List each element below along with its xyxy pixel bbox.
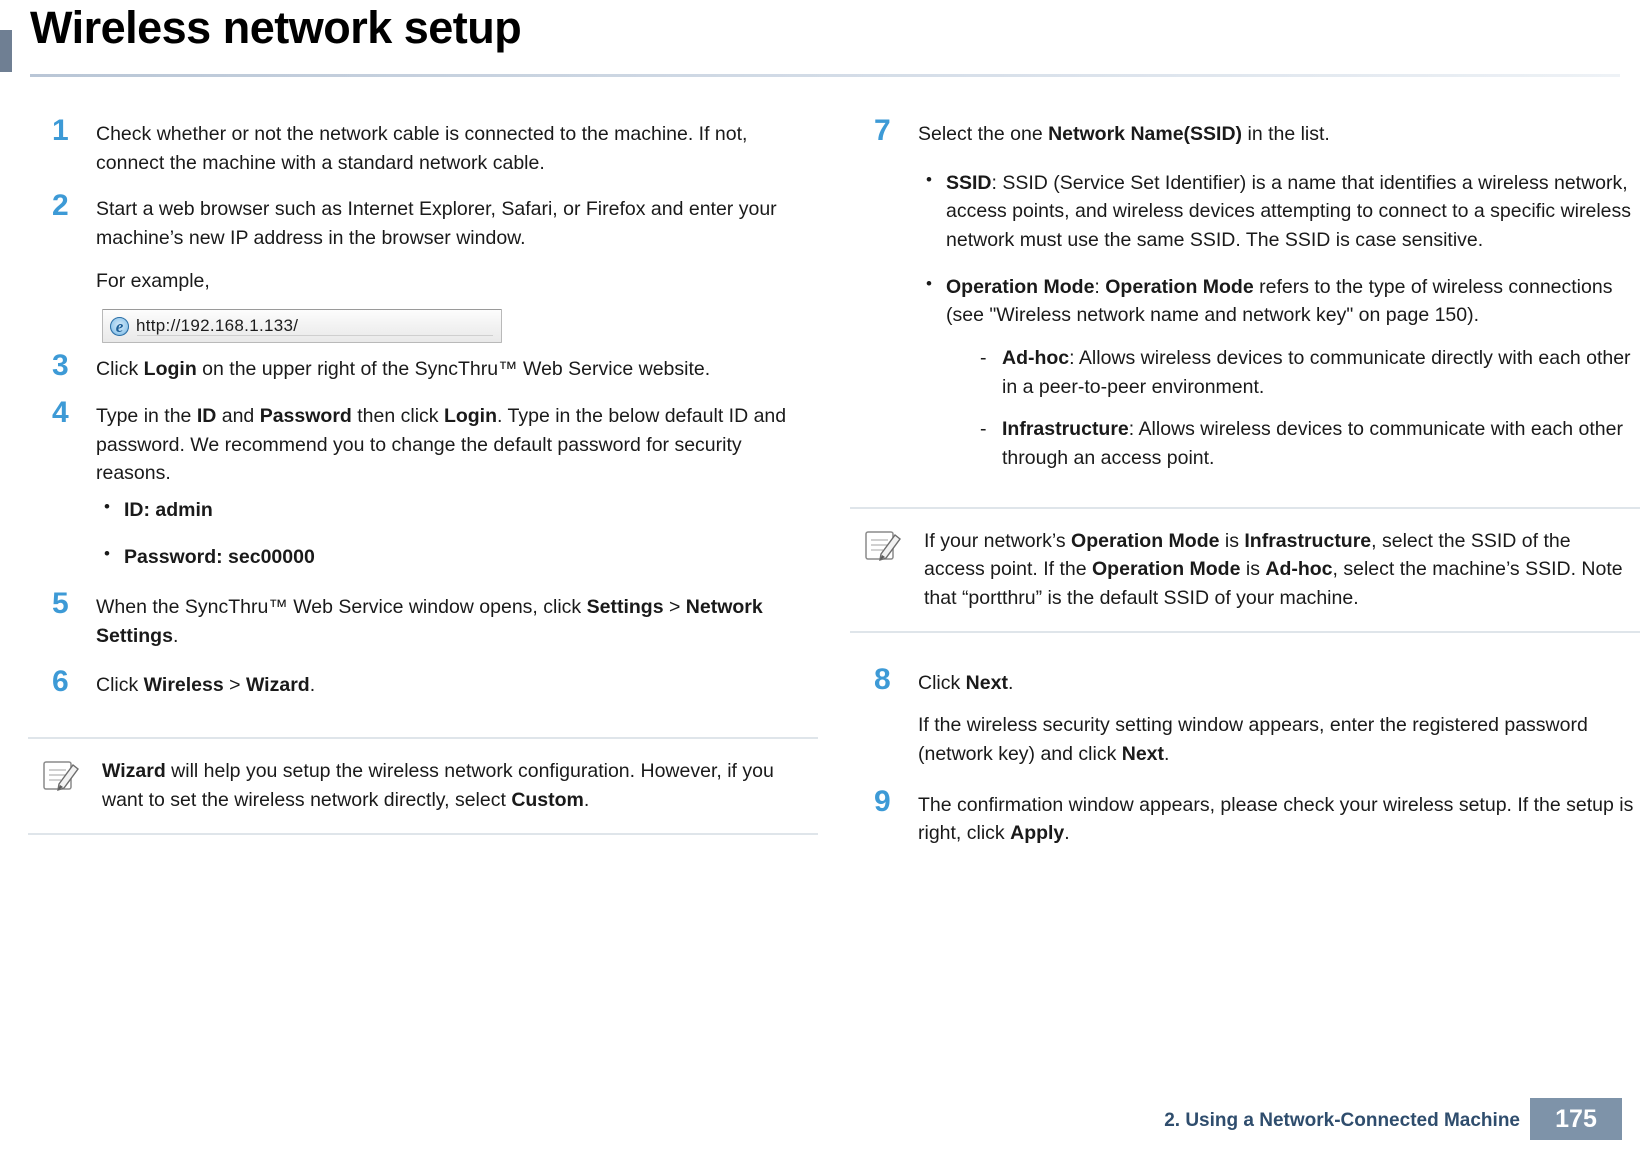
right-column: 7 Select the one Network Name(SSID) in t… — [850, 116, 1640, 866]
step-8: 8 Click Next. If the wireless security s… — [850, 664, 1640, 769]
step-6: 6 Click Wireless > Wizard. — [28, 666, 818, 700]
step-2: 2 Start a web browser such as Internet E… — [28, 191, 818, 344]
ssid-definition: SSID: SSID (Service Set Identifier) is a… — [946, 171, 1631, 251]
note-pencil-icon — [42, 759, 80, 793]
step-number: 9 — [874, 784, 891, 818]
step-text: When the SyncThru™ Web Service window op… — [96, 593, 818, 650]
list-item: Password: sec00000 — [96, 542, 818, 572]
page-footer: 2. Using a Network-Connected Machine 175 — [0, 1098, 1650, 1140]
step-text: The confirmation window appears, please … — [918, 791, 1640, 848]
step-number: 5 — [52, 587, 69, 621]
note-box-left: Wizard will help you setup the wireless … — [28, 737, 818, 835]
step-text: Click Next. If the wireless security set… — [918, 669, 1640, 769]
list-item: SSID: SSID (Service Set Identifier) is a… — [918, 168, 1640, 255]
operation-mode-sublist: Ad-hoc: Allows wireless devices to commu… — [946, 344, 1640, 473]
step-9: 9 The confirmation window appears, pleas… — [850, 786, 1640, 848]
step-1-para: Check whether or not the network cable i… — [96, 123, 748, 174]
step-text: Type in the ID and Password then click L… — [96, 402, 818, 571]
address-bar-url: http://192.168.1.133/ — [136, 315, 299, 335]
address-bar-underline — [137, 335, 493, 337]
list-item: Infrastructure: Allows wireless devices … — [972, 415, 1640, 472]
note-box-right: If your network’s Operation Mode is Infr… — [850, 506, 1640, 633]
internet-explorer-icon — [110, 315, 129, 340]
note-text: Wizard will help you setup the wireless … — [102, 760, 774, 811]
step-3-para: Click Login on the upper right of the Sy… — [96, 358, 711, 381]
footer-chapter-label: 2. Using a Network-Connected Machine — [1164, 1110, 1520, 1131]
ad-hoc-definition: Ad-hoc: Allows wireless devices to commu… — [1002, 346, 1631, 398]
step-7-para: Select the one Network Name(SSID) in the… — [918, 123, 1330, 145]
left-column: 1 Check whether or not the network cable… — [28, 116, 818, 835]
step-7: 7 Select the one Network Name(SSID) in t… — [850, 116, 1640, 473]
list-item: ID: admin — [96, 495, 818, 525]
title-divider — [30, 74, 1620, 77]
step-4-para: Type in the ID and Password then click L… — [96, 404, 787, 485]
note-pencil-icon — [864, 529, 902, 563]
step-number: 8 — [874, 662, 891, 696]
step-7-bullets: SSID: SSID (Service Set Identifier) is a… — [918, 168, 1640, 473]
step-8-para: Click Next. — [918, 671, 1014, 694]
browser-address-bar-image: http://192.168.1.133/ — [102, 309, 502, 344]
step-number: 2 — [52, 189, 69, 223]
step-6-para: Click Wireless > Wizard. — [96, 673, 316, 696]
step-text: Start a web browser such as Internet Exp… — [96, 195, 818, 344]
step-1: 1 Check whether or not the network cable… — [28, 116, 818, 177]
step-number: 4 — [52, 395, 69, 429]
step-3: 3 Click Login on the upper right of the … — [28, 351, 818, 384]
note-text: If your network’s Operation Mode is Infr… — [924, 529, 1623, 609]
step-number: 7 — [874, 114, 891, 147]
step-text: Select the one Network Name(SSID) in the… — [918, 120, 1640, 473]
step-number: 6 — [52, 664, 69, 698]
step-text: Click Login on the upper right of the Sy… — [96, 355, 818, 384]
step-text: Click Wireless > Wizard. — [96, 671, 818, 700]
page-title: Wireless network setup — [30, 2, 522, 53]
page-number-badge: 175 — [1530, 1098, 1622, 1140]
step-2-para: Start a web browser such as Internet Exp… — [96, 198, 777, 249]
list-item: Ad-hoc: Allows wireless devices to commu… — [972, 344, 1640, 401]
credential-password: Password: sec00000 — [124, 545, 315, 568]
step-text: Check whether or not the network cable i… — [96, 120, 818, 177]
step-number: 1 — [52, 114, 69, 147]
step-4: 4 Type in the ID and Password then click… — [28, 397, 818, 571]
infrastructure-definition: Infrastructure: Allows wireless devices … — [1002, 418, 1623, 469]
step-9-para: The confirmation window appears, please … — [918, 793, 1634, 845]
list-item: Operation Mode: Operation Mode refers to… — [918, 272, 1640, 473]
step-4-bullets: ID: admin Password: sec00000 — [96, 495, 818, 572]
step-2-example-label: For example, — [96, 269, 210, 292]
operation-mode-definition: Operation Mode: Operation Mode refers to… — [946, 275, 1613, 327]
step-5: 5 When the SyncThru™ Web Service window … — [28, 589, 818, 650]
step-number: 3 — [52, 349, 69, 383]
step-8-extra: If the wireless security setting window … — [918, 714, 1588, 765]
step-5-para: When the SyncThru™ Web Service window op… — [96, 596, 763, 647]
credential-id: ID: admin — [124, 498, 213, 521]
page-edge-tab — [0, 30, 12, 72]
